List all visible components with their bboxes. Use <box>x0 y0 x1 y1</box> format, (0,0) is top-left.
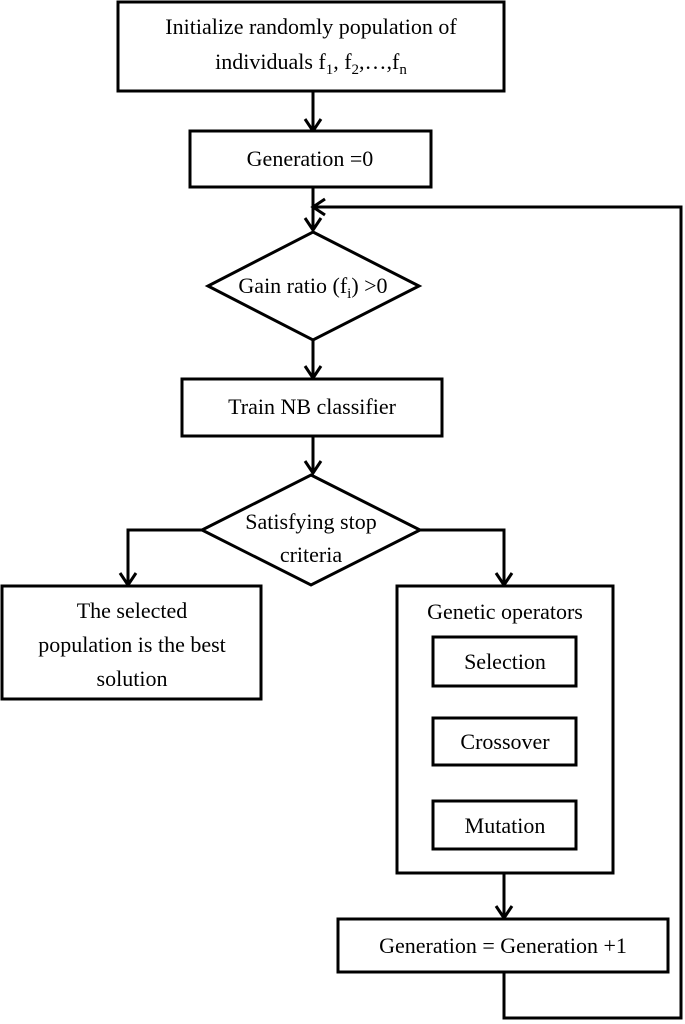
edges <box>118 91 683 1020</box>
edge-increment-loop-back <box>313 205 683 1020</box>
best-solution-line1: The selected <box>77 598 188 623</box>
init-sep2: ,…,f <box>359 49 400 74</box>
gain-ratio-prefix: Gain ratio (f <box>238 273 347 298</box>
init-sub1: 1 <box>326 62 334 78</box>
selection-label: Selection <box>464 649 546 674</box>
edge-stop-to-genetic <box>420 528 506 585</box>
init-sub3: n <box>399 62 407 78</box>
arrowhead-train-to-stop <box>303 460 323 476</box>
selection-box <box>431 635 578 688</box>
stop-criteria-line1: Satisfying stop <box>245 509 376 534</box>
arrowhead-generation-to-gain <box>303 217 323 233</box>
init-line1: Initialize randomly population of <box>165 14 457 39</box>
init-sub2: 2 <box>352 62 360 78</box>
generation-increment-node: Generation = Generation +1 <box>336 917 670 974</box>
genetic-operators-group: Genetic operators Selection Crossover Mu… <box>395 584 615 875</box>
gain-ratio-label: Gain ratio (fi) >0 <box>238 273 387 302</box>
train-label: Train NB classifier <box>228 394 397 419</box>
gain-ratio-sub: i <box>347 286 351 302</box>
best-solution-line3: solution <box>97 666 168 691</box>
init-sep1: , f <box>333 49 352 74</box>
train-node: Train NB classifier <box>180 377 444 438</box>
generation-increment-label: Generation = Generation +1 <box>379 933 627 958</box>
generation-zero-node: Generation =0 <box>188 129 433 189</box>
best-solution-line2: population is the best <box>38 632 226 657</box>
gain-ratio-decision: Gain ratio (fi) >0 <box>204 230 423 342</box>
gain-ratio-suffix: ) >0 <box>351 273 387 298</box>
init-line2: individuals f1, f2,…,fn <box>215 49 407 78</box>
mutation-box <box>431 799 578 851</box>
stop-criteria-line2: criteria <box>280 542 343 567</box>
generation-zero-label: Generation =0 <box>247 146 374 171</box>
crossover-box <box>431 716 578 767</box>
init-line2-prefix: individuals f <box>215 49 326 74</box>
best-solution-node: The selected population is the best solu… <box>0 584 263 701</box>
arrowhead-loop-back <box>310 197 326 217</box>
stop-criteria-decision: Satisfying stop criteria <box>198 473 424 587</box>
edge-stop-to-best <box>126 528 202 585</box>
crossover-label: Crossover <box>460 729 550 754</box>
init-node: Initialize randomly population of indivi… <box>116 0 506 93</box>
genetic-operators-title: Genetic operators <box>427 599 583 624</box>
mutation-label: Mutation <box>465 813 546 838</box>
